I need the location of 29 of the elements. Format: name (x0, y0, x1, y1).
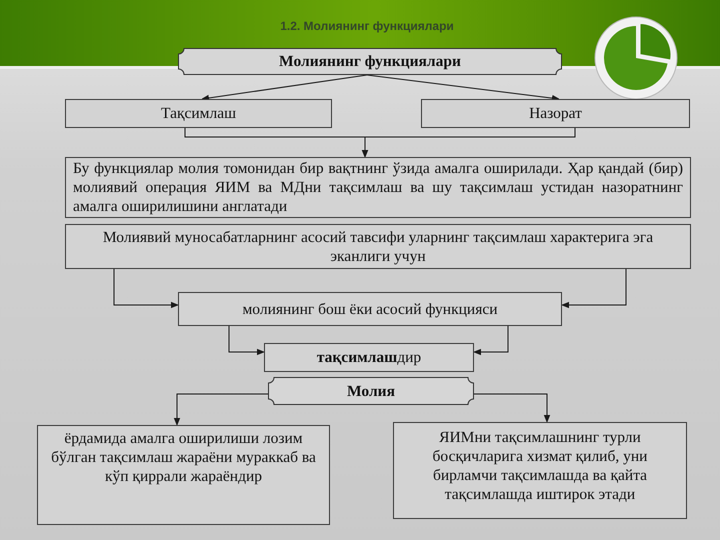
node-text: тақсимлашдир (316, 348, 422, 367)
connector-arrow (474, 326, 508, 356)
process-box (264, 343, 474, 372)
node-text: Молиявий муносабатларнинг асосий тавсифи уларнинг тақсимлаш характерига эга эканлиги учун (102, 228, 654, 266)
process-box (37, 425, 330, 525)
process-box (65, 99, 332, 128)
banner-title: Молиянинг функциялари (279, 52, 461, 71)
connector-arrow (174, 394, 268, 426)
node-text: Бу функциялар молия томонидан бир вақтнинг ўзида амалга оширилади. Ҳар қандай (бир) молиявий операция ЯИМ ва МДни тақсимлаш ва шу тақсимлаш устидан назоратнинг амалга оширилишини англатади (73, 159, 683, 216)
node-text: молиянинг бош ёки асосий функцияси (242, 300, 498, 318)
process-box (65, 224, 691, 269)
node-text: Тақсимлаш (160, 104, 236, 123)
connector-arrow (562, 268, 626, 308)
connector-arrow (362, 128, 576, 158)
process-box (421, 99, 690, 128)
connector-arrow (114, 268, 178, 308)
scroll-banner (178, 48, 562, 75)
scroll-banner (268, 377, 474, 405)
process-box (178, 292, 562, 326)
node-text: ЯИМни тақсимлашнинг турли босқичларига хизмат қилиб, уни бирламчи тақсимлашда ва қайта тақсимлашда иштирок этади (432, 428, 648, 504)
banner-title: Молия (347, 382, 395, 400)
connector-arrow (474, 394, 550, 422)
process-box (393, 422, 687, 519)
connector-arrow (228, 326, 264, 356)
connector-arrow (202, 74, 368, 102)
slide-title: 1.2. Молиянинг функциялари (280, 19, 454, 33)
node-text: ёрдамида амалга оширилиши лозим бўлган тақсимлаш жараёни мураккаб ва кўп қиррали жараёндир (50, 429, 317, 486)
connector-arrow (366, 74, 560, 102)
node-text: Назорат (529, 104, 582, 123)
